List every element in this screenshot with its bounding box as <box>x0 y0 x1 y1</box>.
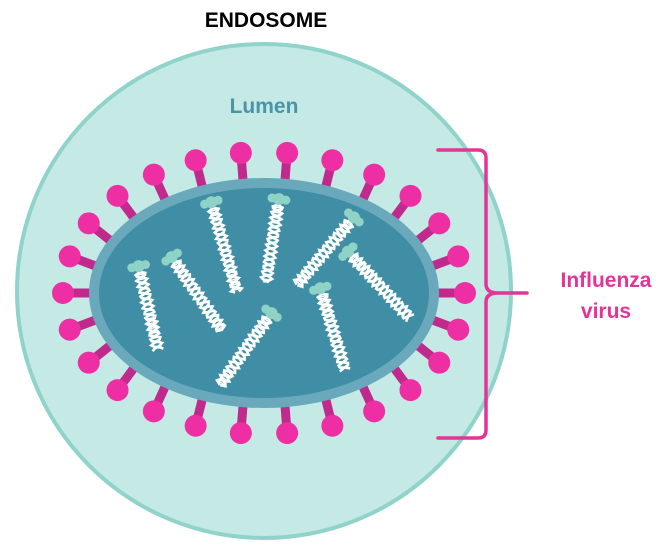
surface-spike <box>184 392 208 437</box>
polymerase-cap <box>309 281 332 295</box>
polymerase-cap <box>127 260 150 273</box>
polymerase-cap <box>344 208 364 227</box>
rna-segment <box>338 242 415 323</box>
rna-segment <box>309 281 351 373</box>
polymerase-cap <box>338 242 358 261</box>
rna-segments <box>127 193 415 388</box>
rna-segment <box>258 193 291 284</box>
rna-segment <box>292 208 364 289</box>
polymerase-cap <box>267 193 291 206</box>
surface-spike <box>229 398 252 445</box>
surface-spike <box>276 141 299 188</box>
surface-spike <box>276 398 299 445</box>
lumen-label: Lumen <box>230 95 299 118</box>
surface-spike <box>229 141 252 188</box>
rna-segment <box>215 304 282 388</box>
endosome-title: ENDOSOME <box>205 9 328 32</box>
rna-segment <box>161 248 227 333</box>
virus-envelope <box>99 188 429 398</box>
surface-spike <box>320 392 344 437</box>
rna-segment <box>127 260 165 352</box>
virus-label-line1: Influenza <box>560 269 651 292</box>
polymerase-cap <box>261 304 282 322</box>
rna-segment <box>200 195 245 294</box>
polymerase-cap <box>161 248 182 266</box>
polymerase-cap <box>200 195 223 209</box>
virus-bracket <box>436 148 529 440</box>
virus-label-line2: virus <box>581 300 631 323</box>
surface-spike <box>184 149 208 194</box>
